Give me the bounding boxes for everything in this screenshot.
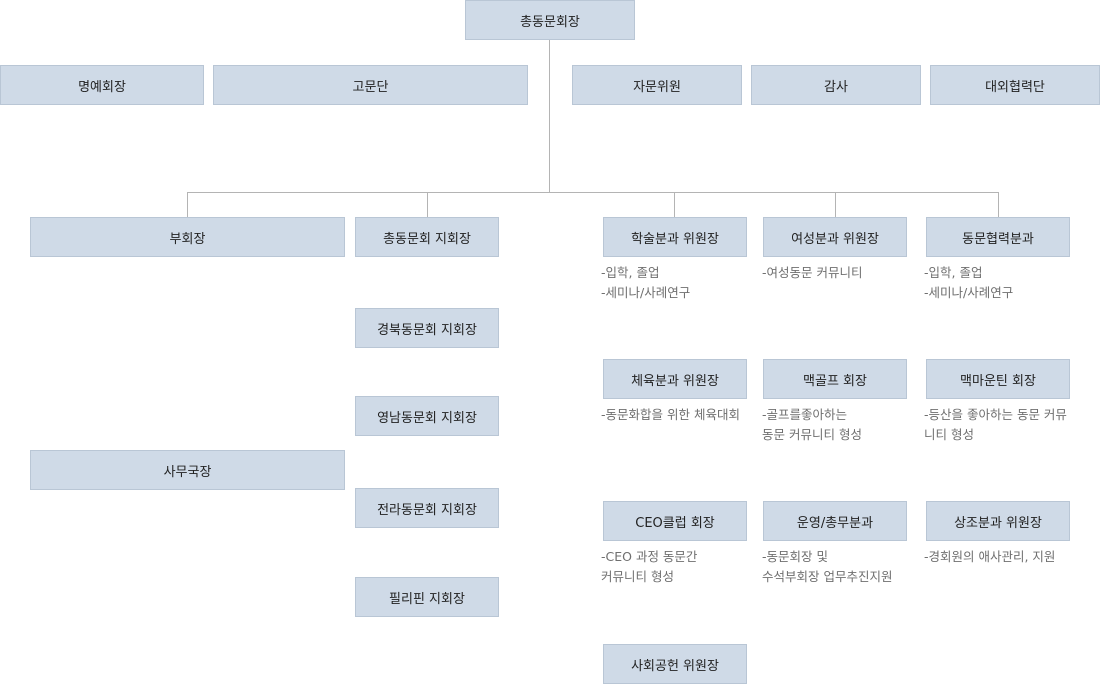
philippines-branch-box: 필리핀 지회장 [355,577,499,617]
sports-committee-desc: -동문화합을 위한 체육대회 [601,405,740,425]
mountain-club-box: 맥마운틴 회장 [926,359,1070,399]
desc-line: 수석부회장 업무추진지원 [762,569,893,584]
social-contribution-box: 사회공헌 위원장 [603,644,747,684]
alumni-cooperation-desc: -입학, 졸업 -세미나/사례연구 [924,263,1013,303]
desc-line: -동문회장 및 [762,549,828,564]
women-committee-desc: -여성동문 커뮤니티 [762,263,862,283]
yeongnam-branch-box: 영남동문회 지회장 [355,396,499,436]
mutual-aid-committee-box: 상조분과 위원장 [926,501,1070,541]
desc-line: 니티 형성 [924,427,974,442]
connector-drop-branch [427,192,428,217]
desc-line: -입학, 졸업 [601,265,660,280]
desc-line: -경회원의 애사관리, 지원 [924,549,1056,564]
operations-committee-box: 운영/총무분과 [763,501,907,541]
president-box: 총동문회장 [465,0,635,40]
sports-committee-box: 체육분과 위원장 [603,359,747,399]
secretary-general-box: 사무국장 [30,450,345,490]
desc-line: 커뮤니티 형성 [601,569,674,584]
desc-line: -CEO 과정 동문간 [601,549,698,564]
external-relations-box: 대외협력단 [930,65,1100,105]
advisors-box: 자문위원 [572,65,742,105]
connector-drop-vice [187,192,188,217]
desc-line: -세미나/사례연구 [924,285,1014,300]
mountain-club-desc: -등산을 좋아하는 동문 커뮤 니티 형성 [924,405,1067,445]
connector-branch-bar [187,192,998,193]
mutual-aid-committee-desc: -경회원의 애사관리, 지원 [924,547,1055,567]
connector-drop-alumni [998,192,999,217]
operations-committee-desc: -동문회장 및 수석부회장 업무추진지원 [762,547,892,587]
jeolla-branch-box: 전라동문회 지회장 [355,488,499,528]
desc-line: -입학, 졸업 [924,265,983,280]
desc-line: -여성동문 커뮤니티 [762,265,863,280]
desc-line: 동문 커뮤니티 형성 [762,427,862,442]
vice-president-box: 부회장 [30,217,345,257]
ceo-club-box: CEO클럽 회장 [603,501,747,541]
honorary-president-box: 명예회장 [0,65,204,105]
connector-trunk [549,40,550,193]
women-committee-box: 여성분과 위원장 [763,217,907,257]
golf-club-desc: -골프를좋아하는 동문 커뮤니티 형성 [762,405,862,445]
counselors-box: 고문단 [213,65,528,105]
desc-line: -세미나/사례연구 [601,285,691,300]
alumni-cooperation-box: 동문협력분과 [926,217,1070,257]
branch-head-box: 총동문회 지회장 [355,217,499,257]
gyeongbuk-branch-box: 경북동문회 지회장 [355,308,499,348]
audit-box: 감사 [751,65,921,105]
connector-drop-women [835,192,836,217]
desc-line: -동문화합을 위한 체육대회 [601,407,740,422]
ceo-club-desc: -CEO 과정 동문간 커뮤니티 형성 [601,547,697,587]
golf-club-box: 맥골프 회장 [763,359,907,399]
desc-line: -골프를좋아하는 [762,407,848,422]
academic-committee-box: 학술분과 위원장 [603,217,747,257]
connector-drop-academic [674,192,675,217]
academic-committee-desc: -입학, 졸업 -세미나/사례연구 [601,263,690,303]
desc-line: -등산을 좋아하는 동문 커뮤 [924,407,1067,422]
